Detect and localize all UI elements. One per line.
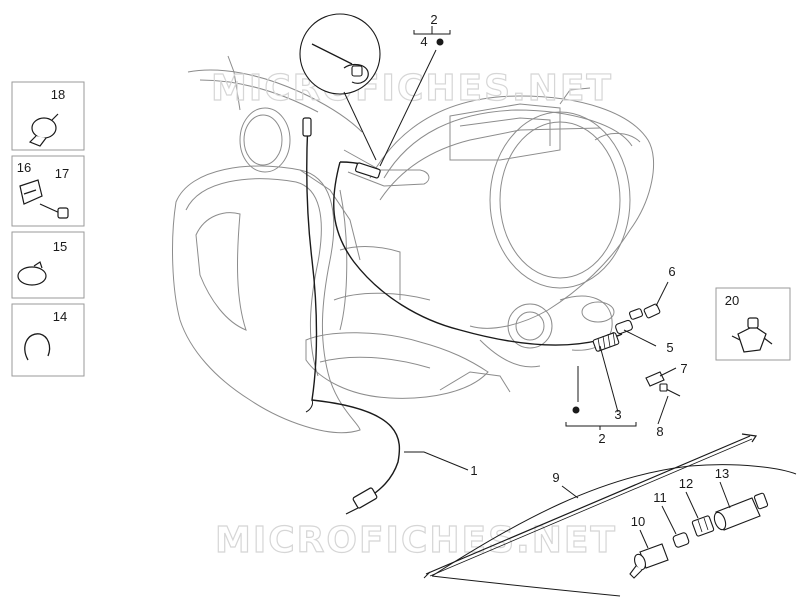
- speedometer-cable-end: [345, 487, 378, 515]
- watermark-bottom: MICROFICHES.NET: [215, 520, 617, 561]
- callout-6: 6: [668, 264, 675, 279]
- group-bracket-top: [413, 26, 451, 35]
- callout-15: 15: [53, 239, 67, 254]
- bullet-bottom: [572, 406, 580, 414]
- scooter-outline-drawing: [172, 55, 654, 434]
- part-box-20: 20: [715, 287, 791, 361]
- part-13-tube: [713, 492, 769, 531]
- group-bracket-bottom: [565, 422, 637, 430]
- callout-20: 20: [725, 293, 739, 308]
- throttle-cable-fitting: [354, 162, 381, 179]
- callout-10: 10: [631, 514, 645, 529]
- callout-11: 11: [653, 490, 667, 505]
- part-8-screw: [659, 383, 681, 397]
- part-6-sleeve: [643, 303, 661, 319]
- part-box-16-17: 16 17: [11, 155, 85, 227]
- watermark-top: MICROFICHES.NET: [211, 68, 613, 109]
- part-box-18: 18: [11, 81, 85, 151]
- transmission-cable: [333, 161, 623, 346]
- part-7-clip: [645, 371, 665, 387]
- speedometer-cable: [306, 121, 401, 499]
- part-9-rod: [425, 433, 758, 577]
- leader-lines: [404, 281, 731, 549]
- callout-8: 8: [656, 424, 663, 439]
- callout-7: 7: [680, 361, 687, 376]
- callout-5: 5: [666, 340, 673, 355]
- bullet-top: [436, 38, 444, 46]
- callout-16: 16: [17, 160, 31, 175]
- part-box-14: 14: [11, 303, 85, 377]
- part-11-bushing: [672, 532, 690, 548]
- part-10-fitting: [629, 543, 669, 579]
- callout-4: 4: [420, 34, 427, 49]
- part-box-15: 15: [11, 231, 85, 299]
- detail-circle-top: [299, 13, 381, 161]
- callout-12: 12: [679, 476, 693, 491]
- callout-2-top: 2: [430, 12, 437, 27]
- callout-13: 13: [715, 466, 729, 481]
- callout-17: 17: [55, 166, 69, 181]
- callout-9: 9: [552, 470, 559, 485]
- cable-top-tip: [302, 117, 312, 137]
- part-12-nut: [691, 515, 715, 537]
- cable-adjuster: [592, 308, 643, 352]
- callout-14: 14: [53, 309, 67, 324]
- callout-1: 1: [470, 463, 477, 478]
- callout-3: 3: [614, 407, 621, 422]
- callout-18: 18: [51, 87, 65, 102]
- fittings-detail-arc: [423, 464, 797, 597]
- callout-2-bottom: 2: [598, 431, 605, 446]
